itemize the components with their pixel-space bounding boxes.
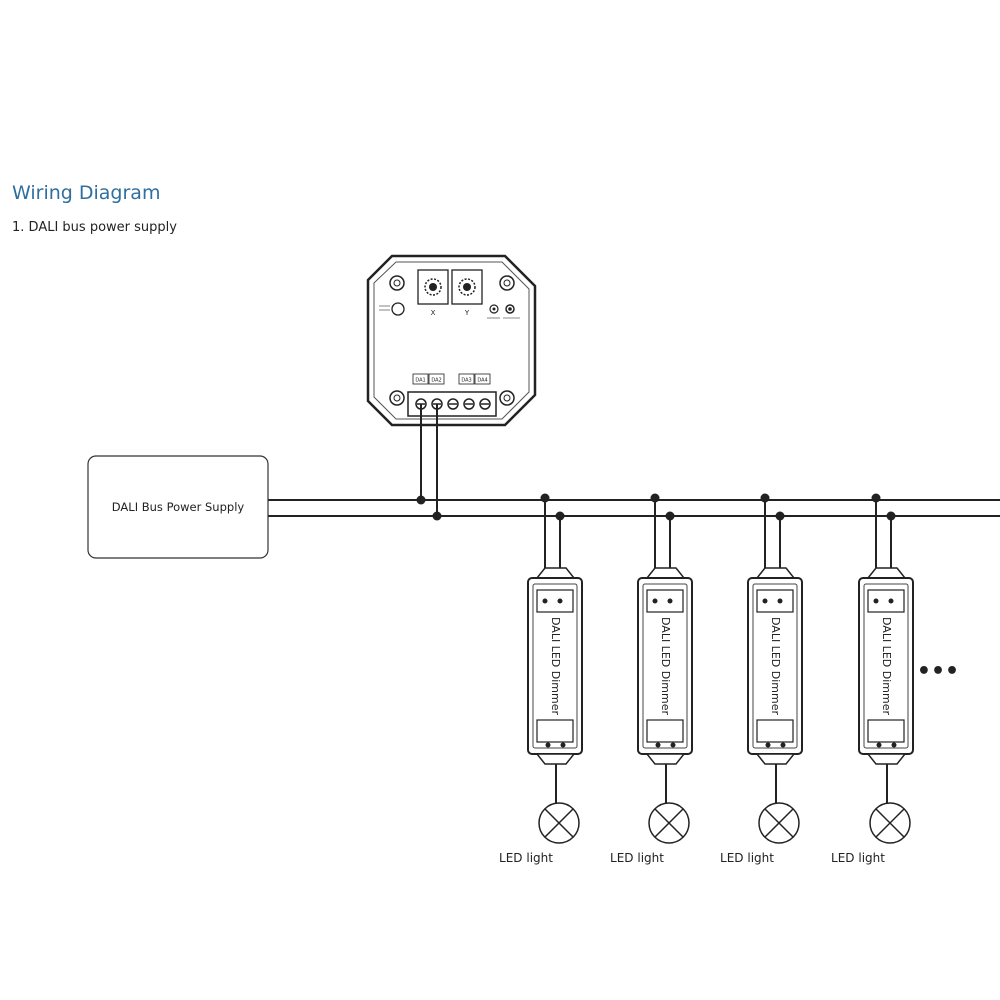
dimmer-unit-1: DALI LED Dimmer LED light — [499, 493, 583, 865]
led-light-label: LED light — [499, 851, 553, 865]
terminal-label-3: DA3 — [461, 378, 471, 384]
dali-controller: X Y DA1 DA2 DA3 DA4 — [366, 254, 537, 427]
dial-y-label: Y — [464, 309, 470, 317]
terminal-label-4: DA4 — [477, 378, 487, 384]
button-icon — [391, 302, 405, 316]
dimmer-label: DALI LED Dimmer — [880, 617, 893, 715]
led-lamp-icon — [648, 802, 690, 844]
led-lamp-icon — [758, 802, 800, 844]
led-lamp-icon — [538, 802, 580, 844]
dimmer-unit-3: DALI LED Dimmer LED light — [720, 493, 803, 865]
junction-dot — [555, 511, 565, 521]
junction-dot — [760, 493, 770, 503]
junction-dot — [871, 493, 881, 503]
dimmer-label: DALI LED Dimmer — [769, 617, 782, 715]
terminal-screw-icon — [415, 398, 491, 410]
diagram-title: Wiring Diagram — [12, 182, 161, 204]
dial-x-label: X — [431, 309, 436, 317]
diagram-subtitle: 1. DALI bus power supply — [12, 220, 177, 235]
junction-dot — [416, 495, 426, 505]
continuation-ellipsis: ••• — [917, 659, 959, 684]
led-lamp-icon — [869, 802, 911, 844]
led-light-label: LED light — [610, 851, 664, 865]
terminal-label-2: DA2 — [431, 378, 441, 384]
power-supply: DALI Bus Power Supply — [87, 455, 269, 559]
junction-dot — [540, 493, 550, 503]
dimmer-unit-4: DALI LED Dimmer LED light — [831, 493, 914, 865]
led-light-label: LED light — [831, 851, 885, 865]
junction-dot — [775, 511, 785, 521]
led-light-label: LED light — [720, 851, 774, 865]
junction-dot — [650, 493, 660, 503]
junction-dot — [665, 511, 675, 521]
terminal-label-1: DA1 — [415, 378, 425, 384]
dimmer-label: DALI LED Dimmer — [549, 617, 562, 715]
junction-dot — [432, 511, 442, 521]
power-supply-label: DALI Bus Power Supply — [112, 500, 245, 514]
dimmer-unit-2: DALI LED Dimmer LED light — [610, 493, 693, 865]
junction-dot — [886, 511, 896, 521]
dimmer-label: DALI LED Dimmer — [659, 617, 672, 715]
